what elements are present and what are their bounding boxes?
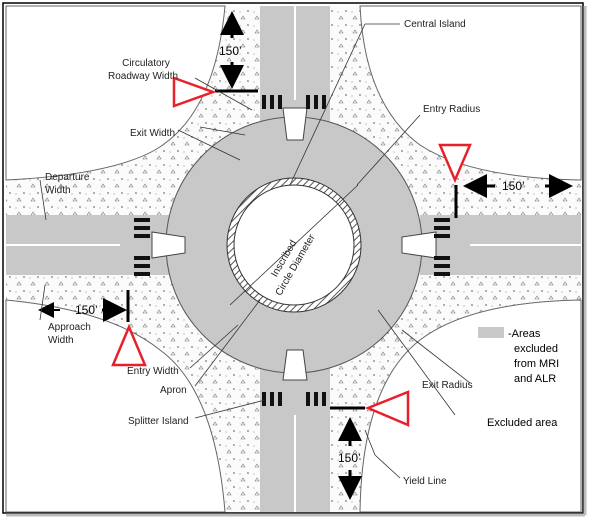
label-circulatory-1: Circulatory: [122, 58, 170, 69]
yield-triangle-south: [364, 390, 410, 427]
label-exit-radius: Exit Radius: [422, 380, 473, 391]
label-departure-2: Width: [45, 185, 71, 196]
label-departure-1: Departure: [45, 172, 90, 183]
label-central-island: Central Island: [404, 19, 466, 30]
distance-label-south: 150’: [338, 451, 361, 465]
crosswalk-north: [262, 95, 326, 109]
yield-triangle-east: [438, 143, 472, 184]
label-entry-width: Entry Width: [127, 366, 179, 377]
corner-top-left: [5, 5, 226, 181]
corner-bottom-right: [359, 299, 582, 513]
label-approach-1: Approach: [48, 322, 91, 333]
legend-line-2: excluded: [514, 343, 558, 355]
label-yield-line: Yield Line: [403, 476, 447, 487]
yield-triangle-west: [111, 323, 147, 367]
crosswalk-east: [434, 218, 450, 276]
label-entry-radius: Entry Radius: [423, 104, 480, 115]
yield-triangle-north: [172, 76, 217, 108]
label-circulatory-2: Roadway Width: [108, 71, 178, 82]
legend-line-4: and ALR: [514, 373, 556, 385]
label-exit-width: Exit Width: [130, 128, 175, 139]
label-splitter-island: Splitter Island: [128, 416, 189, 427]
leader-lines: [39, 23, 471, 479]
corner-bottom-left: [5, 299, 226, 513]
legend-line-3: from MRI: [514, 358, 559, 370]
label-approach-2: Width: [48, 335, 74, 346]
splitter-island-west: [151, 231, 186, 259]
distance-label-west: 150’: [75, 303, 98, 317]
label-apron: Apron: [160, 385, 187, 396]
corner-top-right: [359, 5, 582, 181]
legend-excluded-area: Excluded area: [487, 417, 558, 429]
legend-line-1: -Areas: [508, 328, 541, 340]
splitter-island-north: [282, 107, 308, 141]
splitter-island-east: [401, 231, 437, 259]
legend-swatch: [478, 327, 504, 338]
crosswalk-west: [134, 218, 150, 276]
splitter-island-south: [282, 349, 308, 381]
distance-label-north: 150’: [219, 44, 242, 58]
crosswalk-south: [262, 392, 326, 406]
distance-label-east: 150’: [502, 179, 525, 193]
